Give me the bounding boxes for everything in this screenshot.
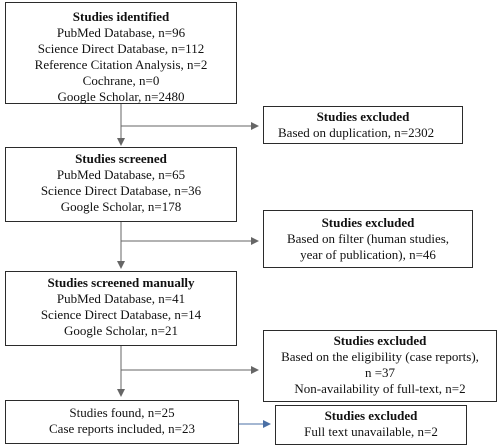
source-reference-citation: Reference Citation Analysis, n=2 (34, 57, 208, 72)
source-science-direct: Science Direct Database, n=14 (40, 307, 202, 322)
source-science-direct: Science Direct Database, n=36 (40, 183, 202, 198)
box-studies-identified: Studies identified PubMed Database, n=96… (5, 2, 237, 104)
box-title: Studies identified (72, 9, 170, 24)
exclusion-reason-line-2: year of publication), n=46 (300, 247, 436, 262)
exclusion-reason: Full text unavailable, n=2 (304, 424, 438, 439)
source-pubmed: PubMed Database, n=96 (56, 25, 186, 40)
box-excluded-filter: Studies excluded Based on filter (human … (263, 210, 473, 268)
box-title: Studies excluded (321, 215, 415, 230)
source-science-direct: Science Direct Database, n=112 (37, 41, 205, 56)
source-google-scholar: Google Scholar, n=178 (60, 199, 182, 214)
exclusion-reason-line-1: Based on filter (human studies, (286, 231, 450, 246)
source-google-scholar: Google Scholar, n=21 (63, 323, 179, 338)
exclusion-reason: Based on duplication, n=2302 (278, 125, 435, 140)
case-reports-included-count: Case reports included, n=23 (49, 421, 195, 436)
box-excluded-eligibility: Studies excluded Based on the eligibilit… (263, 330, 497, 402)
exclusion-reason-line-1: Based on the eligibility (case reports), (281, 349, 479, 364)
box-title: Studies screened (75, 151, 167, 166)
box-excluded-full-text: Studies excluded Full text unavailable, … (275, 405, 467, 445)
box-title: Studies screened manually (47, 275, 195, 290)
source-cochrane: Cochrane, n=0 (82, 73, 160, 88)
box-title: Studies excluded (316, 109, 410, 124)
source-google-scholar: Google Scholar, n=2480 (57, 89, 185, 104)
box-studies-screened-manually: Studies screened manually PubMed Databas… (5, 271, 237, 346)
exclusion-reason-line-3: Non-availability of full-text, n=2 (294, 381, 466, 396)
box-title: Studies excluded (324, 408, 418, 423)
source-pubmed: PubMed Database, n=65 (56, 167, 186, 182)
exclusion-reason-line-2: n =37 (364, 365, 396, 380)
box-studies-screened: Studies screened PubMed Database, n=65 S… (5, 147, 237, 222)
box-studies-found: Studies found, n=25 Case reports include… (5, 400, 239, 444)
box-title: Studies excluded (333, 333, 427, 348)
box-excluded-duplication: Studies excluded Based on duplication, n… (263, 106, 463, 144)
source-pubmed: PubMed Database, n=41 (56, 291, 186, 306)
studies-found-count: Studies found, n=25 (69, 405, 175, 420)
